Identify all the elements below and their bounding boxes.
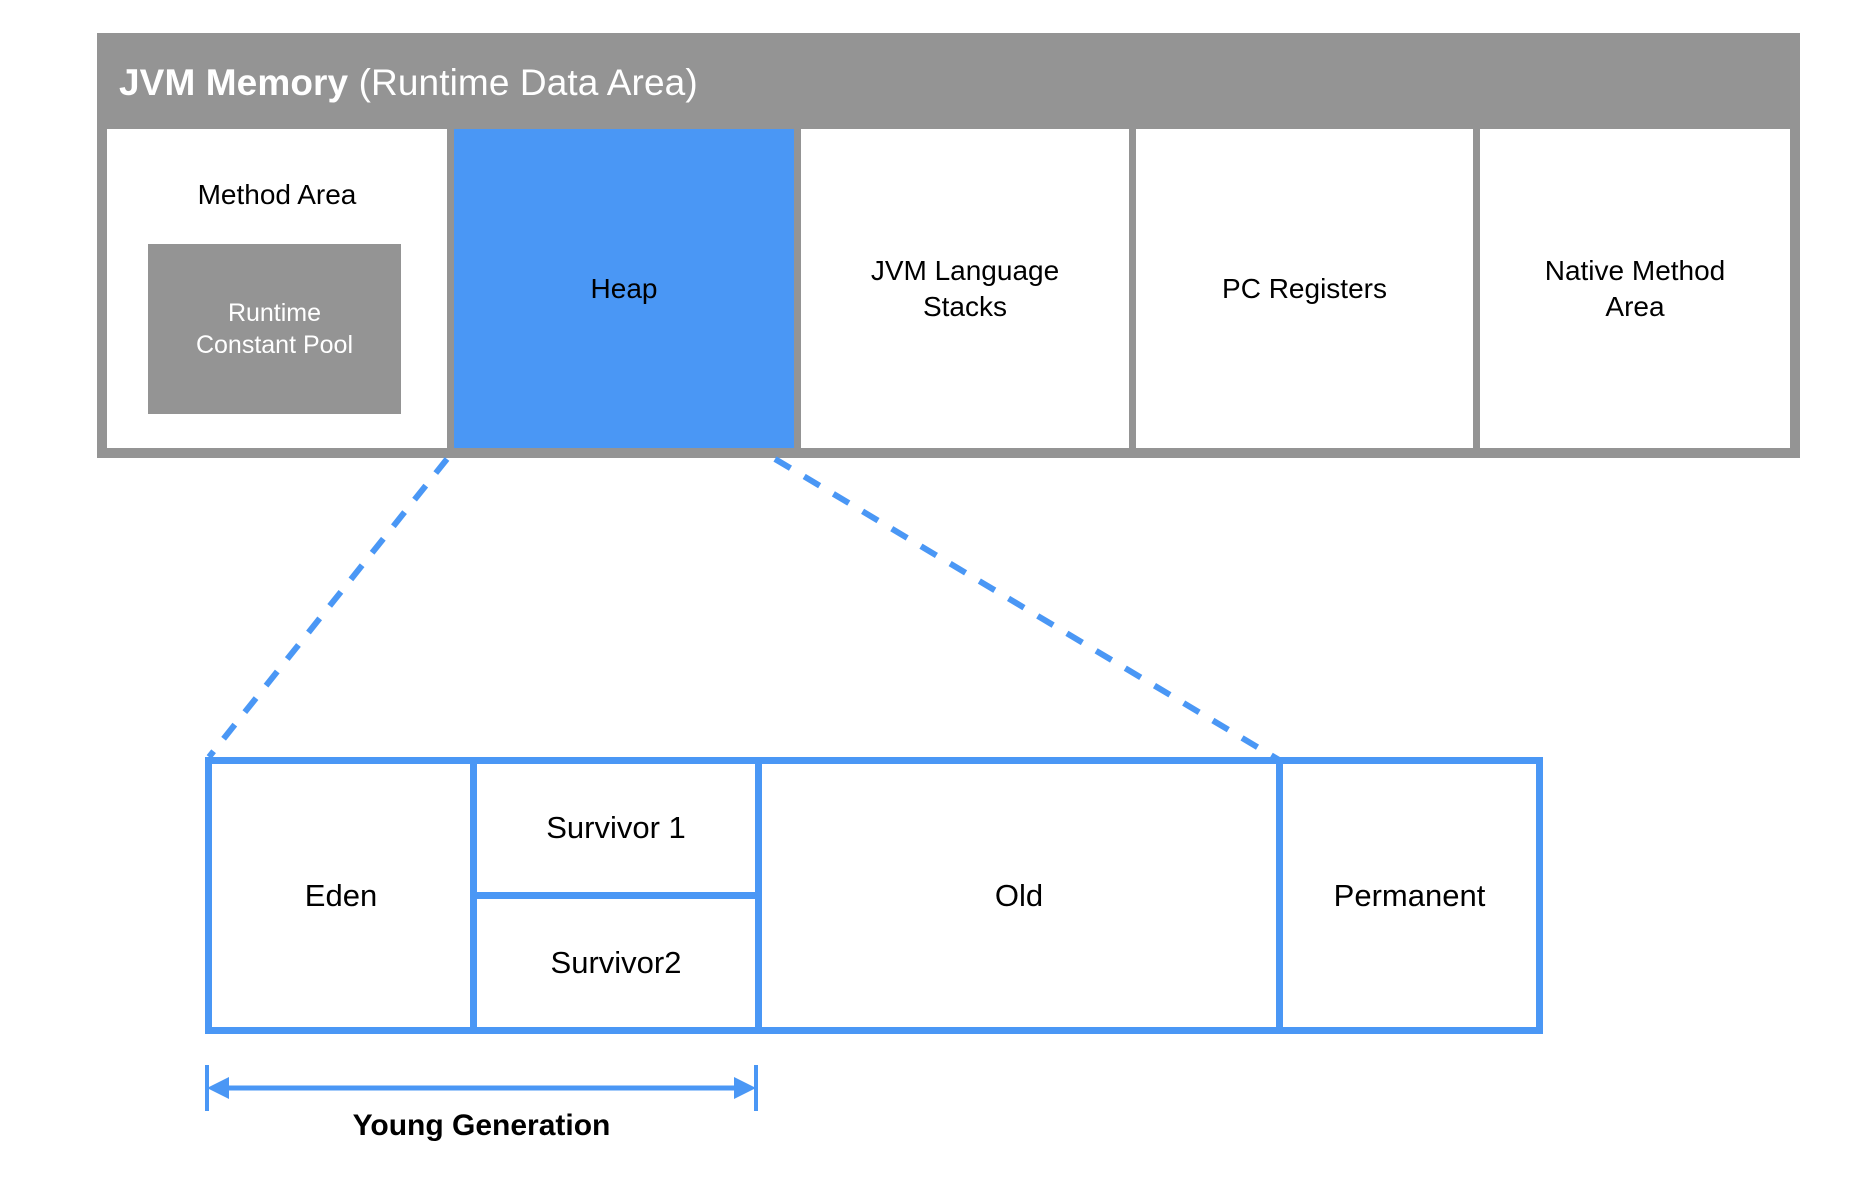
region-heap[interactable]: Heap: [454, 129, 794, 448]
page-title: JVM Memory (Runtime Data Area): [119, 55, 698, 111]
region-pc-registers[interactable]: PC Registers: [1136, 129, 1473, 448]
measure-label: Young Generation: [352, 1109, 611, 1142]
double-arrow-icon: [207, 1077, 756, 1099]
region-jvm-language-stacks[interactable]: JVM Language Stacks: [801, 129, 1129, 448]
young-generation-measure: Young Generation: [205, 1065, 758, 1155]
region-native-method-area-label: Native Method Area: [1544, 254, 1726, 322]
connector-left-dashed: [206, 457, 450, 759]
heap-region-eden[interactable]: Eden: [212, 764, 470, 1027]
runtime-data-area-row: Method Area Runtime Constant Pool Heap J…: [107, 129, 1790, 448]
title-light: (Runtime Data Area): [348, 62, 698, 103]
heap-region-survivor-group: Survivor 1 Survivor2: [477, 764, 755, 1027]
heap-region-eden-label: Eden: [304, 877, 378, 913]
region-native-method-area[interactable]: Native Method Area: [1480, 129, 1790, 448]
heap-region-survivor-2-label: Survivor2: [550, 945, 682, 980]
runtime-constant-pool-box[interactable]: Runtime Constant Pool: [148, 244, 401, 414]
heap-region-permanent-label: Permanent: [1333, 877, 1486, 913]
region-jvm-language-stacks-label: JVM Language Stacks: [870, 254, 1060, 322]
region-method-area[interactable]: Method Area Runtime Constant Pool: [107, 129, 447, 448]
heap-region-survivor-1-label: Survivor 1: [546, 810, 686, 845]
title-strong: JVM Memory: [119, 62, 349, 103]
runtime-constant-pool-label: Runtime Constant Pool: [195, 298, 354, 360]
region-heap-label: Heap: [590, 272, 658, 304]
jvm-memory-frame: JVM Memory (Runtime Data Area) Method Ar…: [97, 33, 1800, 458]
heap-region-old[interactable]: Old: [762, 764, 1276, 1027]
region-method-area-label: Method Area: [197, 179, 357, 210]
heap-detail-container: Eden Survivor 1 Survivor2 Old Permanent: [205, 757, 1543, 1034]
heap-region-survivor-2[interactable]: Survivor2: [477, 899, 755, 1027]
heap-region-old-label: Old: [994, 877, 1044, 913]
connector-right-dashed: [773, 456, 1281, 763]
region-pc-registers-label: PC Registers: [1222, 272, 1387, 304]
heap-region-permanent[interactable]: Permanent: [1283, 764, 1536, 1027]
heap-region-survivor-1[interactable]: Survivor 1: [477, 764, 755, 892]
